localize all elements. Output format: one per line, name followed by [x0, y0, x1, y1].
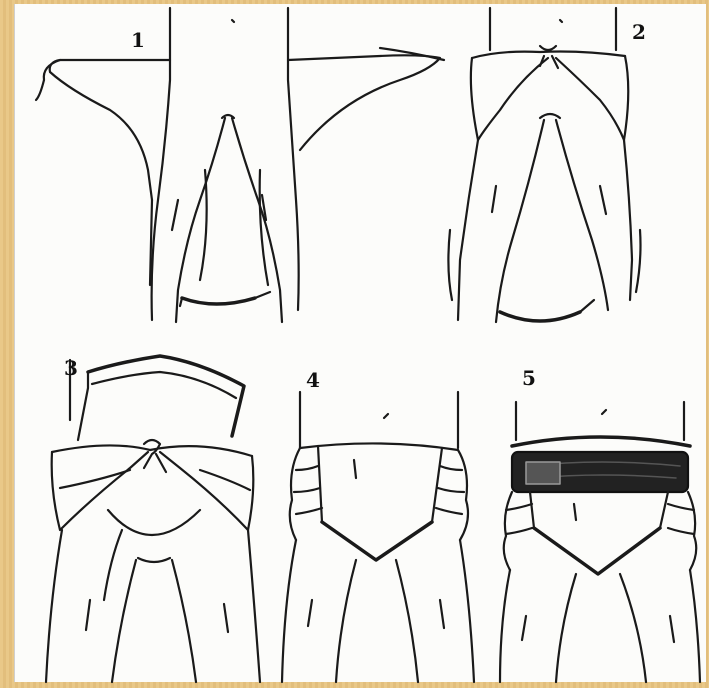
figure-1 [36, 8, 444, 322]
step-number-4: 4 [306, 368, 320, 392]
step-number-2: 2 [632, 20, 646, 44]
step-number-3: 3 [64, 356, 78, 380]
step-number-5: 5 [522, 366, 536, 390]
figure-4 [282, 392, 474, 682]
figure-3 [46, 356, 260, 682]
figure-2 [448, 8, 640, 322]
figure-5 [500, 402, 700, 682]
step-number-1: 1 [131, 28, 145, 52]
